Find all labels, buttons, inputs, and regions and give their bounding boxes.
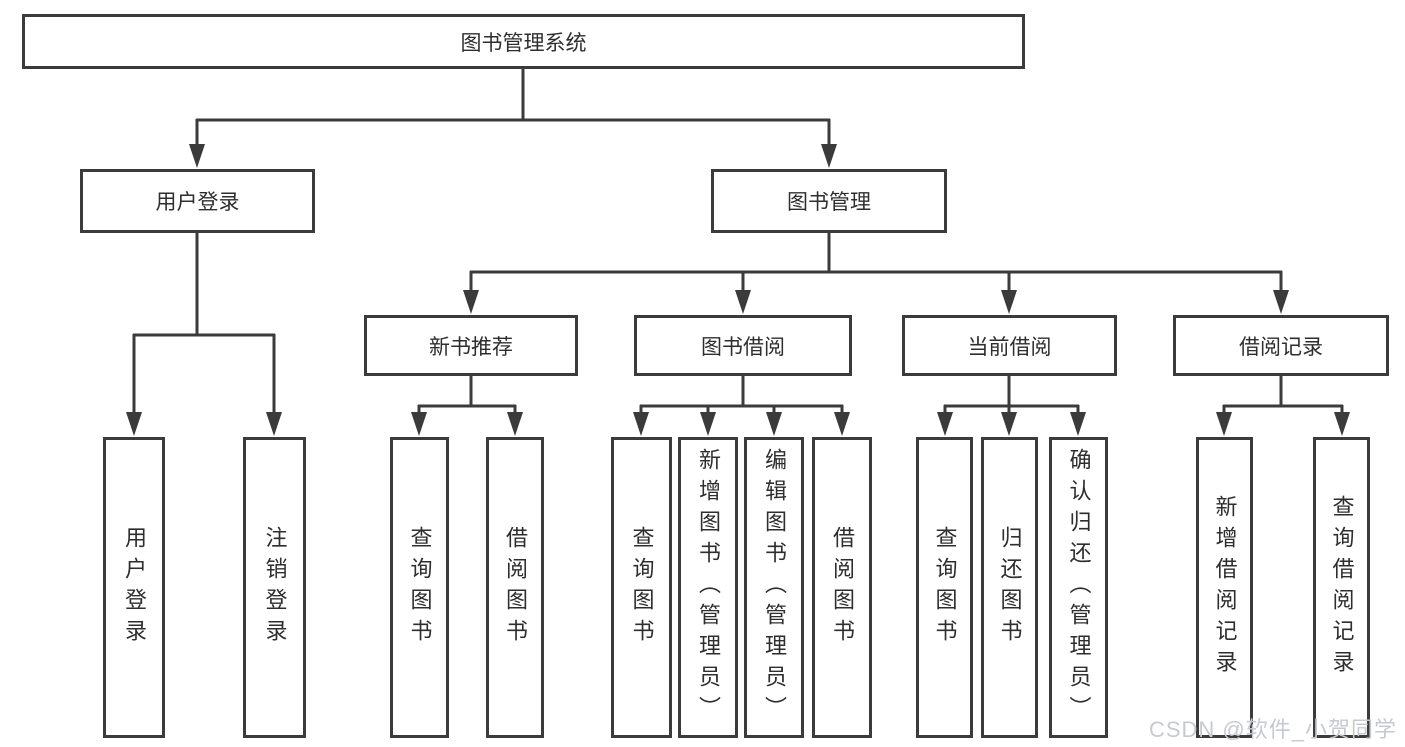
- leaf-add-books-admin: 新增图书（管理员）: [678, 437, 738, 738]
- arrowheads: [126, 144, 1350, 436]
- csdn-watermark: CSDN @软件_小贺同学: [1148, 717, 1397, 742]
- leaf-borrow-books: 借阅图书: [812, 437, 872, 738]
- leaf-user-login: 用户登录: [103, 437, 165, 738]
- node-book-management: 图书管理: [711, 169, 947, 233]
- leaf-query-books-borrow: 查询图书: [611, 437, 672, 738]
- node-current-borrowing: 当前借阅: [902, 315, 1117, 376]
- leaf-confirm-return-admin: 确认归还（管理员）: [1049, 437, 1108, 738]
- leaf-add-borrow-record: 新增借阅记录: [1196, 437, 1253, 738]
- node-borrowing-records: 借阅记录: [1173, 315, 1389, 376]
- leaf-borrow-books-recommend: 借阅图书: [486, 437, 544, 738]
- leaf-edit-books-admin: 编辑图书（管理员）: [744, 437, 804, 738]
- leaf-query-books-recommend: 查询图书: [390, 437, 449, 738]
- leaf-logout: 注销登录: [243, 437, 306, 738]
- leaf-return-books: 归还图书: [981, 437, 1038, 738]
- node-user-login: 用户登录: [80, 169, 315, 233]
- node-new-book-recommendation: 新书推荐: [364, 315, 578, 376]
- leaf-query-books-current: 查询图书: [916, 437, 973, 738]
- leaf-query-borrow-record: 查询借阅记录: [1313, 437, 1370, 738]
- node-book-borrowing: 图书借阅: [634, 315, 852, 376]
- node-system-root: 图书管理系统: [22, 14, 1025, 69]
